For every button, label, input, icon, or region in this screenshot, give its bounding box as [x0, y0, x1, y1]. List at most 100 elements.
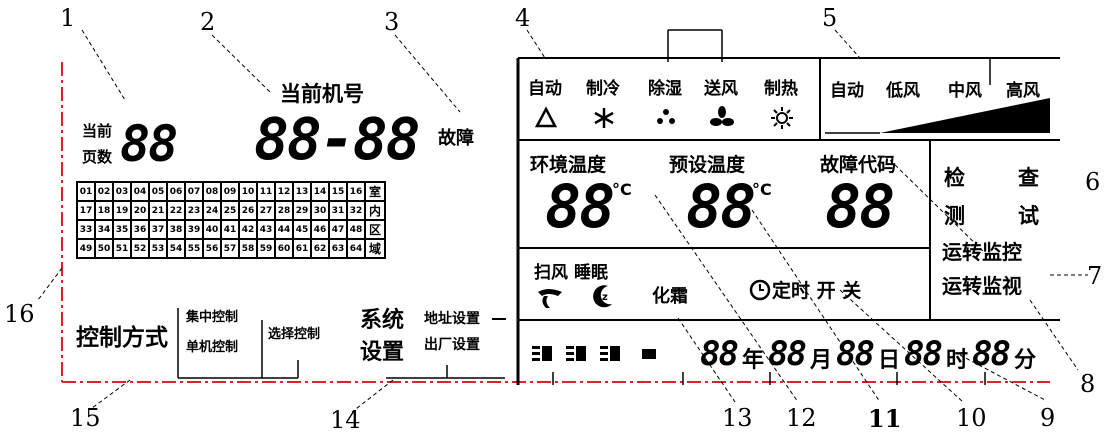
grid-cell[interactable]: 14 — [310, 181, 330, 202]
run-monitor-control[interactable]: 运转监控 — [942, 240, 1022, 264]
grid-cell[interactable]: 44 — [274, 219, 294, 240]
grid-cell[interactable]: 45 — [292, 219, 312, 240]
grid-cell[interactable]: 50 — [94, 238, 114, 259]
grid-cell[interactable]: 04 — [130, 181, 150, 202]
callout-leaders — [37, 29, 1088, 413]
minute-unit: 分 — [1014, 348, 1037, 373]
callout-4: 4 — [515, 4, 531, 32]
callout-13: 13 — [722, 404, 753, 432]
grid-cell[interactable]: 63 — [328, 238, 348, 259]
grid-cell[interactable]: 15 — [328, 181, 348, 202]
grid-cell[interactable]: 18 — [94, 200, 114, 221]
grid-cell[interactable]: 55 — [184, 238, 204, 259]
grid-cell[interactable]: 43 — [256, 219, 276, 240]
unit-number: 88-88 — [254, 105, 421, 173]
factory-setting-label[interactable]: 出厂设置 — [424, 337, 480, 353]
test-label-2[interactable]: 试 — [1018, 204, 1039, 228]
test-label-1[interactable]: 测 — [944, 204, 965, 228]
grid-cell[interactable]: 01 — [76, 181, 96, 202]
grid-cell[interactable]: 13 — [292, 181, 312, 202]
grid-cell[interactable]: 24 — [202, 200, 222, 221]
callout-7: 7 — [1087, 262, 1103, 290]
grid-cell[interactable]: 46 — [310, 219, 330, 240]
grid-cell[interactable]: 22 — [166, 200, 186, 221]
grid-cell[interactable]: 47 — [328, 219, 348, 240]
hour-unit: 时 — [946, 348, 969, 373]
grid-cell[interactable]: 41 — [220, 219, 240, 240]
grid-cell[interactable]: 52 — [130, 238, 150, 259]
grid-cell[interactable]: 49 — [76, 238, 96, 259]
grid-cell[interactable]: 53 — [148, 238, 168, 259]
grid-cell[interactable]: 33 — [76, 219, 96, 240]
callout-15: 15 — [70, 404, 101, 432]
month-unit: 月 — [810, 348, 833, 373]
grid-cell[interactable]: 03 — [112, 181, 132, 202]
callout-10: 10 — [956, 404, 987, 432]
grid-cell[interactable]: 09 — [220, 181, 240, 202]
run-monitor-view[interactable]: 运转监视 — [942, 274, 1022, 298]
grid-cell[interactable]: 07 — [184, 181, 204, 202]
grid-cell[interactable]: 20 — [130, 200, 150, 221]
grid-cell[interactable]: 12 — [274, 181, 294, 202]
grid-cell[interactable]: 37 — [148, 219, 168, 240]
grid-cell[interactable]: 08 — [202, 181, 222, 202]
swing-icon — [538, 289, 562, 308]
grid-cell[interactable]: 58 — [238, 238, 258, 259]
grid-cell[interactable]: 10 — [238, 181, 258, 202]
grid-cell[interactable]: 54 — [166, 238, 186, 259]
svg-text:z: z — [602, 292, 608, 303]
swing-label: 扫风 — [534, 263, 568, 283]
grid-cell[interactable]: 62 — [310, 238, 330, 259]
grid-cell[interactable]: 28 — [274, 200, 294, 221]
fault-code-label: 故障代码 — [820, 154, 897, 176]
grid-cell[interactable]: 40 — [202, 219, 222, 240]
grid-cell[interactable]: 05 — [148, 181, 168, 202]
grid-cell[interactable]: 16 — [346, 181, 366, 202]
day-value: 88 — [836, 334, 875, 374]
single-control-label[interactable]: 单机控制 — [186, 340, 239, 355]
grid-cell[interactable]: 31 — [328, 200, 348, 221]
month-value: 88 — [768, 334, 807, 374]
check-label-2[interactable]: 查 — [1018, 166, 1039, 190]
grid-cell[interactable]: 11 — [256, 181, 276, 202]
grid-cell[interactable]: 30 — [310, 200, 330, 221]
grid-cell[interactable]: 06 — [166, 181, 186, 202]
mode-label: 制热 — [764, 79, 798, 99]
grid-cell[interactable]: 32 — [346, 200, 366, 221]
page-number: 88 — [120, 115, 178, 173]
grid-cell[interactable]: 23 — [184, 200, 204, 221]
check-label-1[interactable]: 检 — [944, 166, 965, 190]
year-unit: 年 — [742, 348, 765, 373]
grid-cell[interactable]: 60 — [274, 238, 294, 259]
grid-cell[interactable]: 26 — [238, 200, 258, 221]
grid-cell[interactable]: 56 — [202, 238, 222, 259]
central-control-label[interactable]: 集中控制 — [186, 310, 239, 325]
grid-cell[interactable]: 59 — [256, 238, 276, 259]
grid-cell[interactable]: 42 — [238, 219, 258, 240]
grid-cell[interactable]: 25 — [220, 200, 240, 221]
grid-cell[interactable]: 29 — [292, 200, 312, 221]
grid-cell[interactable]: 17 — [76, 200, 96, 221]
grid-cell[interactable]: 48 — [346, 219, 366, 240]
callout-8: 8 — [1080, 370, 1096, 398]
year-value: 88 — [700, 334, 739, 374]
grid-cell[interactable]: 61 — [292, 238, 312, 259]
address-setting-label[interactable]: 地址设置 — [424, 311, 480, 327]
grid-cell[interactable]: 38 — [166, 219, 186, 240]
grid-cell[interactable]: 19 — [112, 200, 132, 221]
select-control-label[interactable]: 选择控制 — [268, 327, 321, 342]
grid-cell[interactable]: 35 — [112, 219, 132, 240]
grid-cell[interactable]: 27 — [256, 200, 276, 221]
grid-cell[interactable]: 36 — [130, 219, 150, 240]
grid-cell[interactable]: 64 — [346, 238, 366, 259]
grid-cell[interactable]: 34 — [94, 219, 114, 240]
address-setting-dash — [492, 318, 506, 320]
grid-cell[interactable]: 51 — [112, 238, 132, 259]
sleep-label: 睡眠 — [574, 263, 608, 283]
grid-cell[interactable]: 02 — [94, 181, 114, 202]
grid-cell[interactable]: 21 — [148, 200, 168, 221]
grid-cell[interactable]: 57 — [220, 238, 240, 259]
grid-cell[interactable]: 39 — [184, 219, 204, 240]
